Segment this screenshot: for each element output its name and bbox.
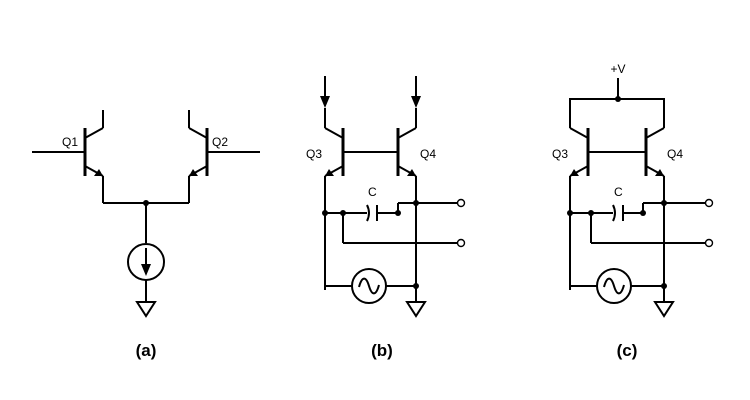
junction-dot <box>413 200 419 206</box>
supply-label: +V <box>610 62 625 76</box>
transistor-q3 <box>324 108 345 290</box>
q1-label: Q1 <box>62 135 78 149</box>
caption-a: (a) <box>136 341 157 360</box>
output-terminal <box>704 198 714 208</box>
ground-symbol <box>405 301 427 318</box>
junction-dot <box>322 210 328 216</box>
ground-symbol <box>653 301 675 318</box>
ac-signal-source <box>596 268 632 304</box>
capacitor-label: C <box>368 185 377 199</box>
junction-dot <box>567 210 573 216</box>
q3-label: Q3 <box>306 147 322 161</box>
transistor-q1 <box>32 110 104 203</box>
caption-c: (c) <box>617 341 638 360</box>
input-arrow-left <box>320 76 330 108</box>
input-arrow-right <box>411 76 421 108</box>
transistor-q4 <box>396 108 417 290</box>
ground-symbol <box>135 301 157 318</box>
q4-label: Q4 <box>420 147 436 161</box>
output-terminal <box>456 238 466 248</box>
transistor-q3 <box>569 108 590 290</box>
transistor-q2 <box>188 110 260 203</box>
q2-label: Q2 <box>212 135 228 149</box>
capacitor-label: C <box>614 185 623 199</box>
q4-label: Q4 <box>667 147 683 161</box>
ac-signal-source <box>351 268 387 304</box>
circuit-a: Q1 Q2 (a) <box>32 110 260 360</box>
capacitor-c <box>612 204 624 222</box>
caption-b: (b) <box>371 341 393 360</box>
transistor-q4 <box>644 108 665 290</box>
junction-dot <box>661 200 667 206</box>
circuit-b: Q3 Q4 C <box>306 76 466 360</box>
output-terminal <box>704 238 714 248</box>
circuit-c: +V Q3 Q4 C <box>552 62 714 360</box>
capacitor-c <box>366 204 378 222</box>
current-source <box>127 243 165 281</box>
output-terminal <box>456 198 466 208</box>
supply-rail <box>569 98 665 108</box>
q3-label: Q3 <box>552 147 568 161</box>
